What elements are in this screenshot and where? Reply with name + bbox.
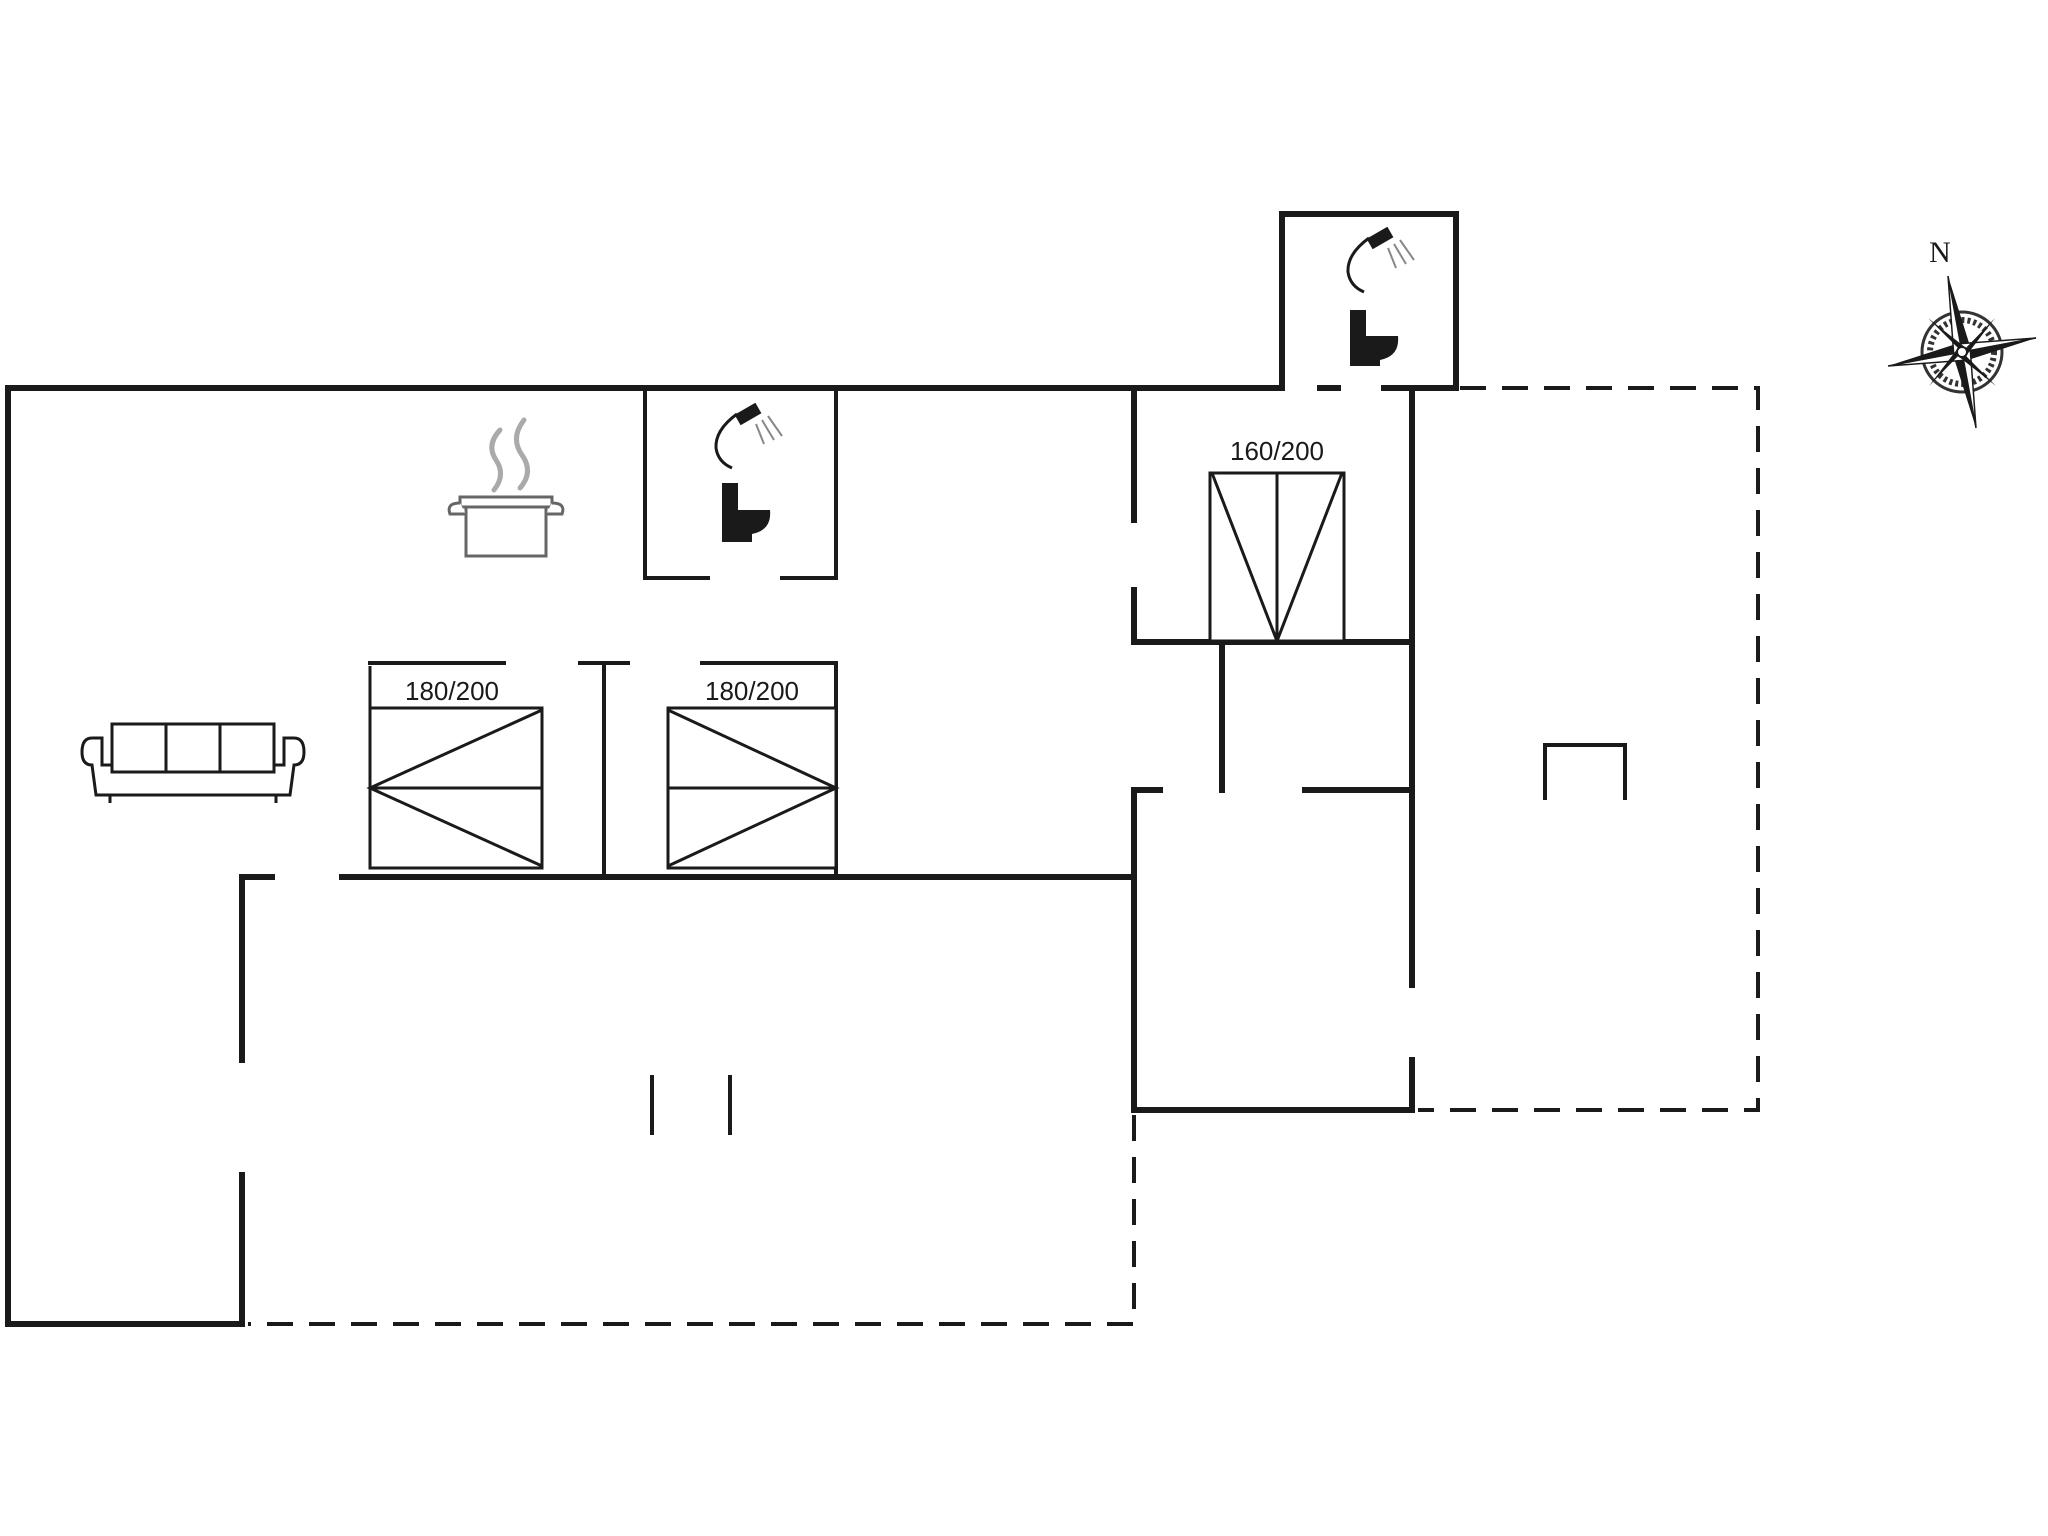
shower-toilet-icon <box>1346 226 1415 366</box>
bed-1: 180/200 <box>366 666 544 870</box>
north-label: N <box>1929 236 1951 269</box>
bed-3-size-label: 160/200 <box>1230 436 1324 466</box>
bed-3: 160/200 <box>1208 436 1346 646</box>
shower-toilet-icon <box>714 402 783 542</box>
sofa-icon <box>80 722 306 803</box>
bed-2-size-label: 180/200 <box>705 676 799 706</box>
bed-1-size-label: 180/200 <box>405 676 499 706</box>
walls <box>5 211 1627 1327</box>
compass-rose-icon: N <box>1887 236 2037 429</box>
bed-2: 180/200 <box>666 676 840 870</box>
cooking-pot-icon <box>447 417 565 558</box>
terraces <box>248 386 1760 1326</box>
